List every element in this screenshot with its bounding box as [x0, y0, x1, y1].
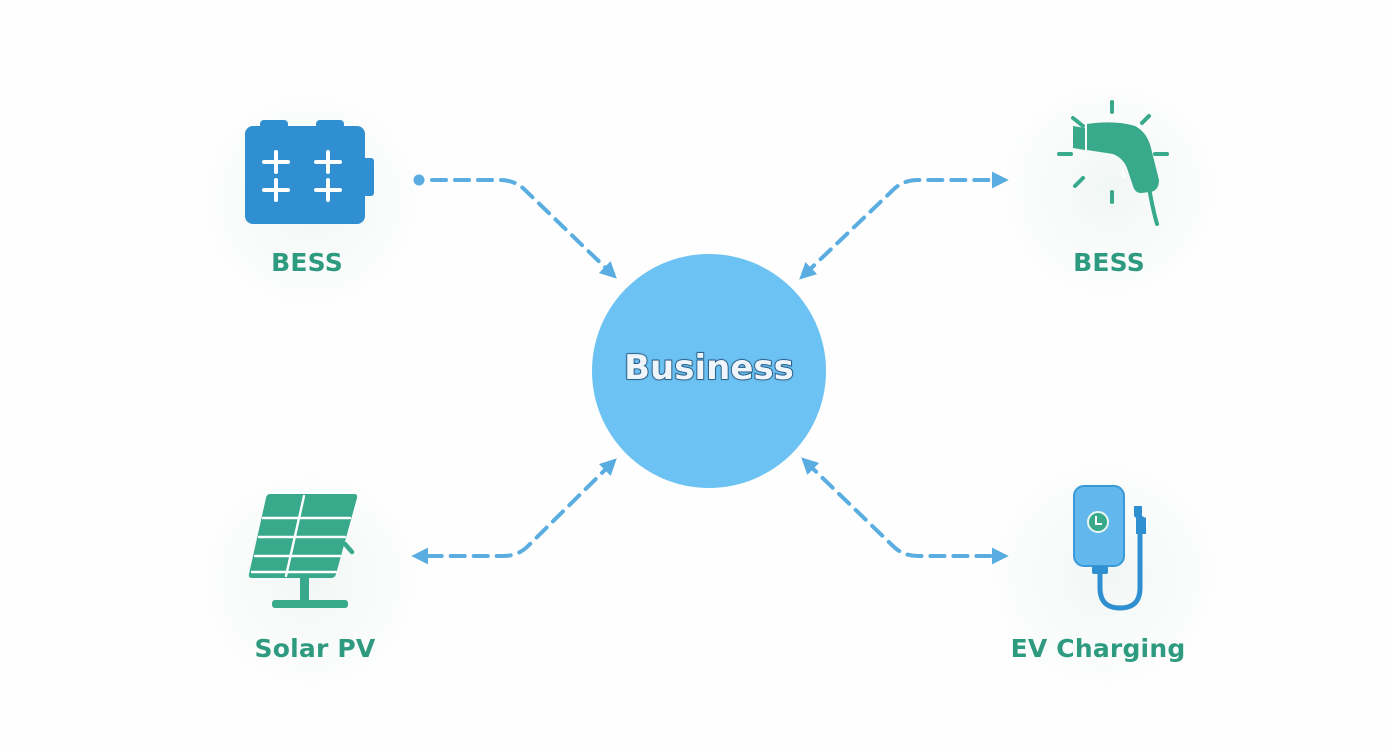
- node-label-bess-charger: BESS: [1073, 248, 1145, 277]
- connector-hub-bess-charger: [799, 171, 1009, 280]
- battery-icon: [245, 120, 374, 224]
- business-hub: Business: [592, 254, 826, 488]
- node-backdrop: [1000, 80, 1220, 300]
- solar-panel-icon: [248, 494, 358, 608]
- node-label-bess-battery: BESS: [271, 248, 343, 277]
- connector-hub-ev-charging: [801, 457, 1009, 565]
- connector-hub-solar-pv: [411, 458, 617, 565]
- node-label-solar-pv: Solar PV: [254, 634, 376, 663]
- charging-plug-icon: [1057, 100, 1169, 226]
- connector-origin-dot: [413, 174, 425, 186]
- connector-bess-battery-to-hub: [430, 178, 617, 279]
- node-label-ev-charging: EV Charging: [1010, 634, 1186, 663]
- hub-label: Business: [623, 347, 794, 389]
- ev-charger-icon: [1073, 485, 1146, 611]
